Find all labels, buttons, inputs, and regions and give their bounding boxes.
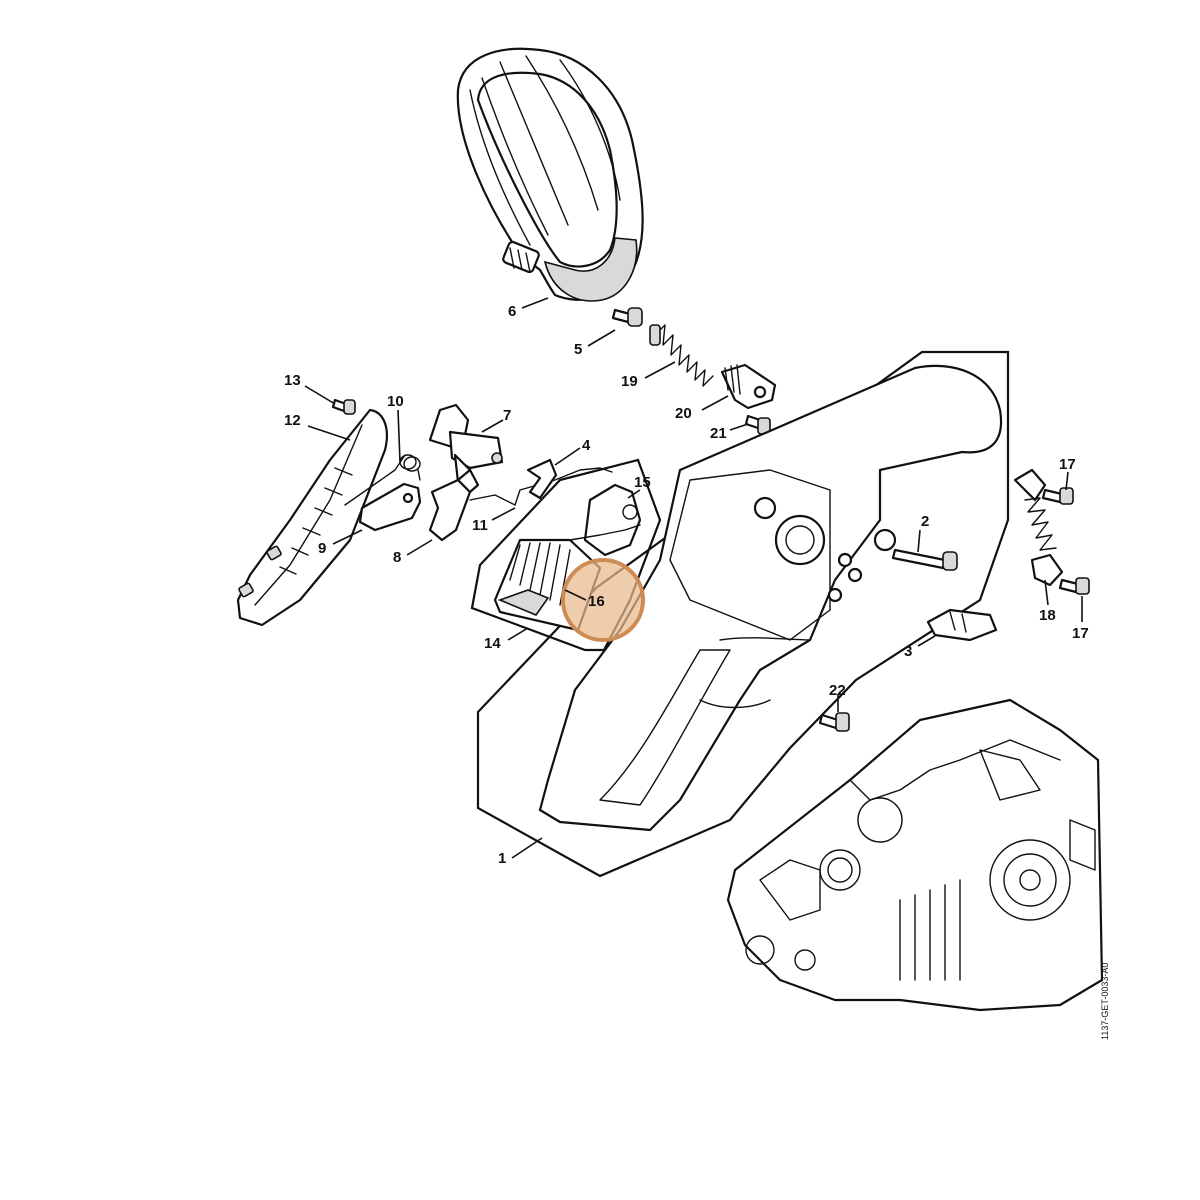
callout-11: 11	[472, 517, 488, 534]
callout-16: 16	[588, 593, 605, 610]
callout-4: 4	[582, 437, 591, 454]
callout-20: 20	[675, 405, 692, 422]
callout-6: 6	[508, 303, 516, 320]
handle-cover-12[interactable]	[236, 408, 388, 627]
callout-15: 15	[634, 474, 651, 491]
document-id: 1137-GET-0033-A0	[1100, 963, 1110, 1040]
callout-8: 8	[393, 549, 401, 566]
callout-14: 14	[484, 635, 501, 652]
rear-handle-housing-1[interactable]	[538, 364, 1003, 832]
callout-17-lower: 17	[1072, 625, 1089, 642]
callout-5: 5	[574, 341, 582, 358]
lever-9[interactable]	[358, 482, 422, 532]
screw-5[interactable]	[611, 307, 643, 327]
highlight-circle	[561, 558, 645, 642]
engine-block	[726, 698, 1104, 1012]
leader-lines	[304, 297, 1083, 859]
screw-2[interactable]	[891, 548, 958, 571]
trigger-lockout-8[interactable]	[428, 468, 480, 542]
callout-2: 2	[921, 513, 929, 530]
bracket-20[interactable]	[720, 363, 777, 410]
screw-17-lower[interactable]	[1058, 577, 1090, 595]
buffer-spring-18[interactable]	[1013, 468, 1064, 587]
callout-9: 9	[318, 540, 326, 557]
callout-19: 19	[621, 373, 638, 390]
sub-assembly-frame	[470, 458, 662, 652]
screw-13[interactable]	[331, 398, 356, 415]
callout-18: 18	[1039, 607, 1056, 624]
callout-21: 21	[710, 425, 727, 442]
screw-17-upper[interactable]	[1041, 487, 1074, 505]
callout-12: 12	[284, 412, 301, 429]
spring-19[interactable]	[649, 324, 714, 387]
clip-4[interactable]	[526, 458, 558, 500]
callout-7: 7	[503, 407, 511, 424]
callout-22: 22	[829, 682, 846, 699]
screw-21[interactable]	[744, 414, 771, 435]
screw-22[interactable]	[818, 712, 850, 732]
callout-labels: 1 2 3 4 5 6 7 8 9 10 11 12 13 14 15 16 1…	[284, 303, 1089, 867]
front-handle-bar[interactable]	[456, 47, 644, 302]
linkage-15[interactable]	[569, 483, 642, 557]
callout-10: 10	[387, 393, 404, 410]
callout-17-upper: 17	[1059, 456, 1076, 473]
callout-1: 1	[498, 850, 506, 867]
callout-3: 3	[904, 643, 912, 660]
callout-13: 13	[284, 372, 301, 389]
guide-3[interactable]	[926, 608, 998, 642]
